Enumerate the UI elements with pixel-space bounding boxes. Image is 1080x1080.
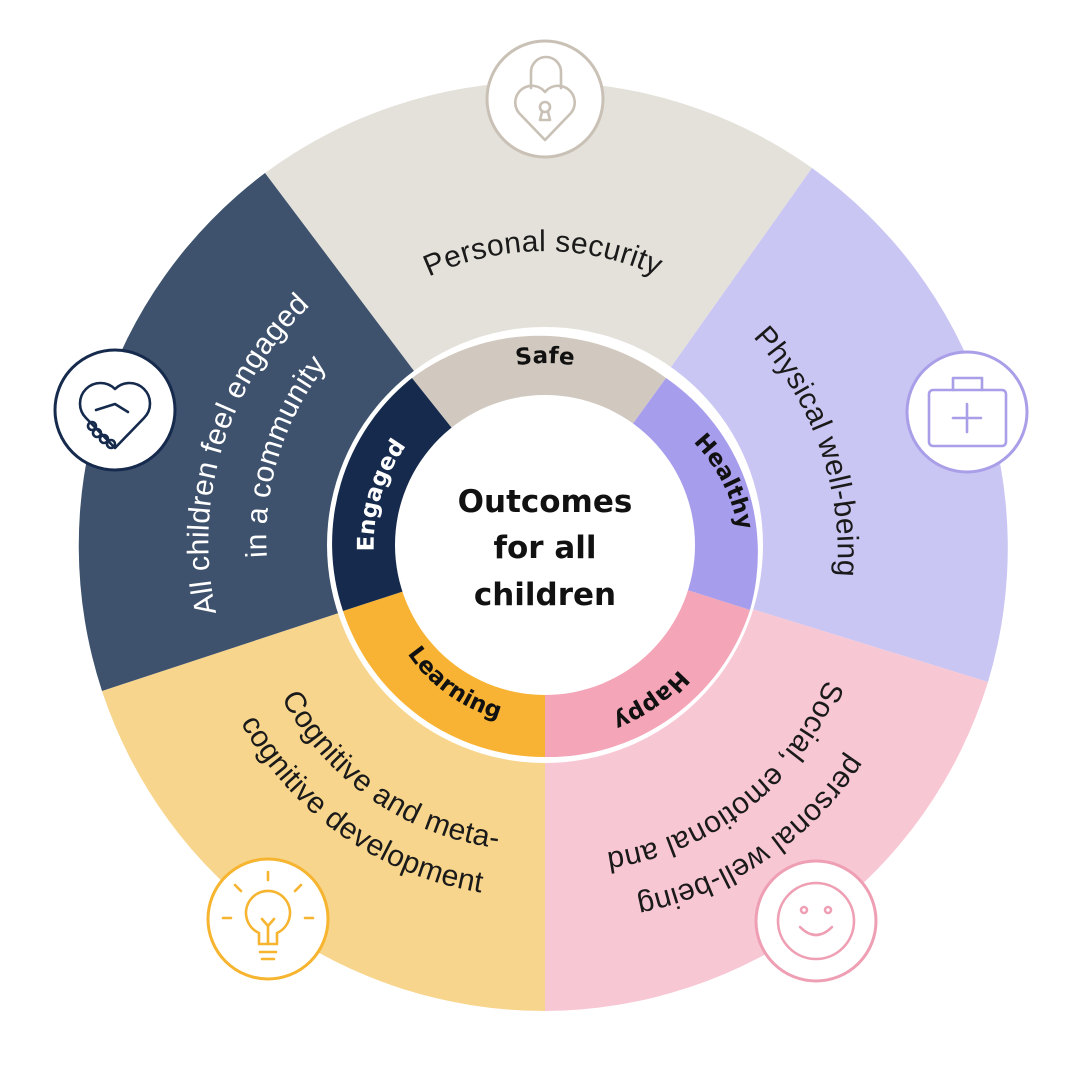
center-circle [395, 395, 695, 695]
ring-label-safe: Safe [514, 343, 576, 371]
icon-badge-learning [206, 857, 330, 981]
icon-badge-healthy [905, 350, 1029, 474]
lightbulb-icon [221, 870, 315, 961]
center-title-line-2: for all [493, 530, 596, 566]
icon-badge-happy [754, 859, 878, 983]
icon-badge-safe [485, 39, 605, 159]
center-title-line-1: Outcomes [458, 484, 633, 520]
heart-lock-icon [514, 55, 576, 142]
center-title-line-3: children [474, 577, 616, 613]
outer-segment-safe [265, 81, 812, 546]
first-aid-kit-icon [927, 376, 1008, 448]
handshake-heart-icon [78, 381, 152, 450]
smiley-face-icon [776, 881, 856, 961]
icon-badge-engaged [53, 348, 177, 472]
